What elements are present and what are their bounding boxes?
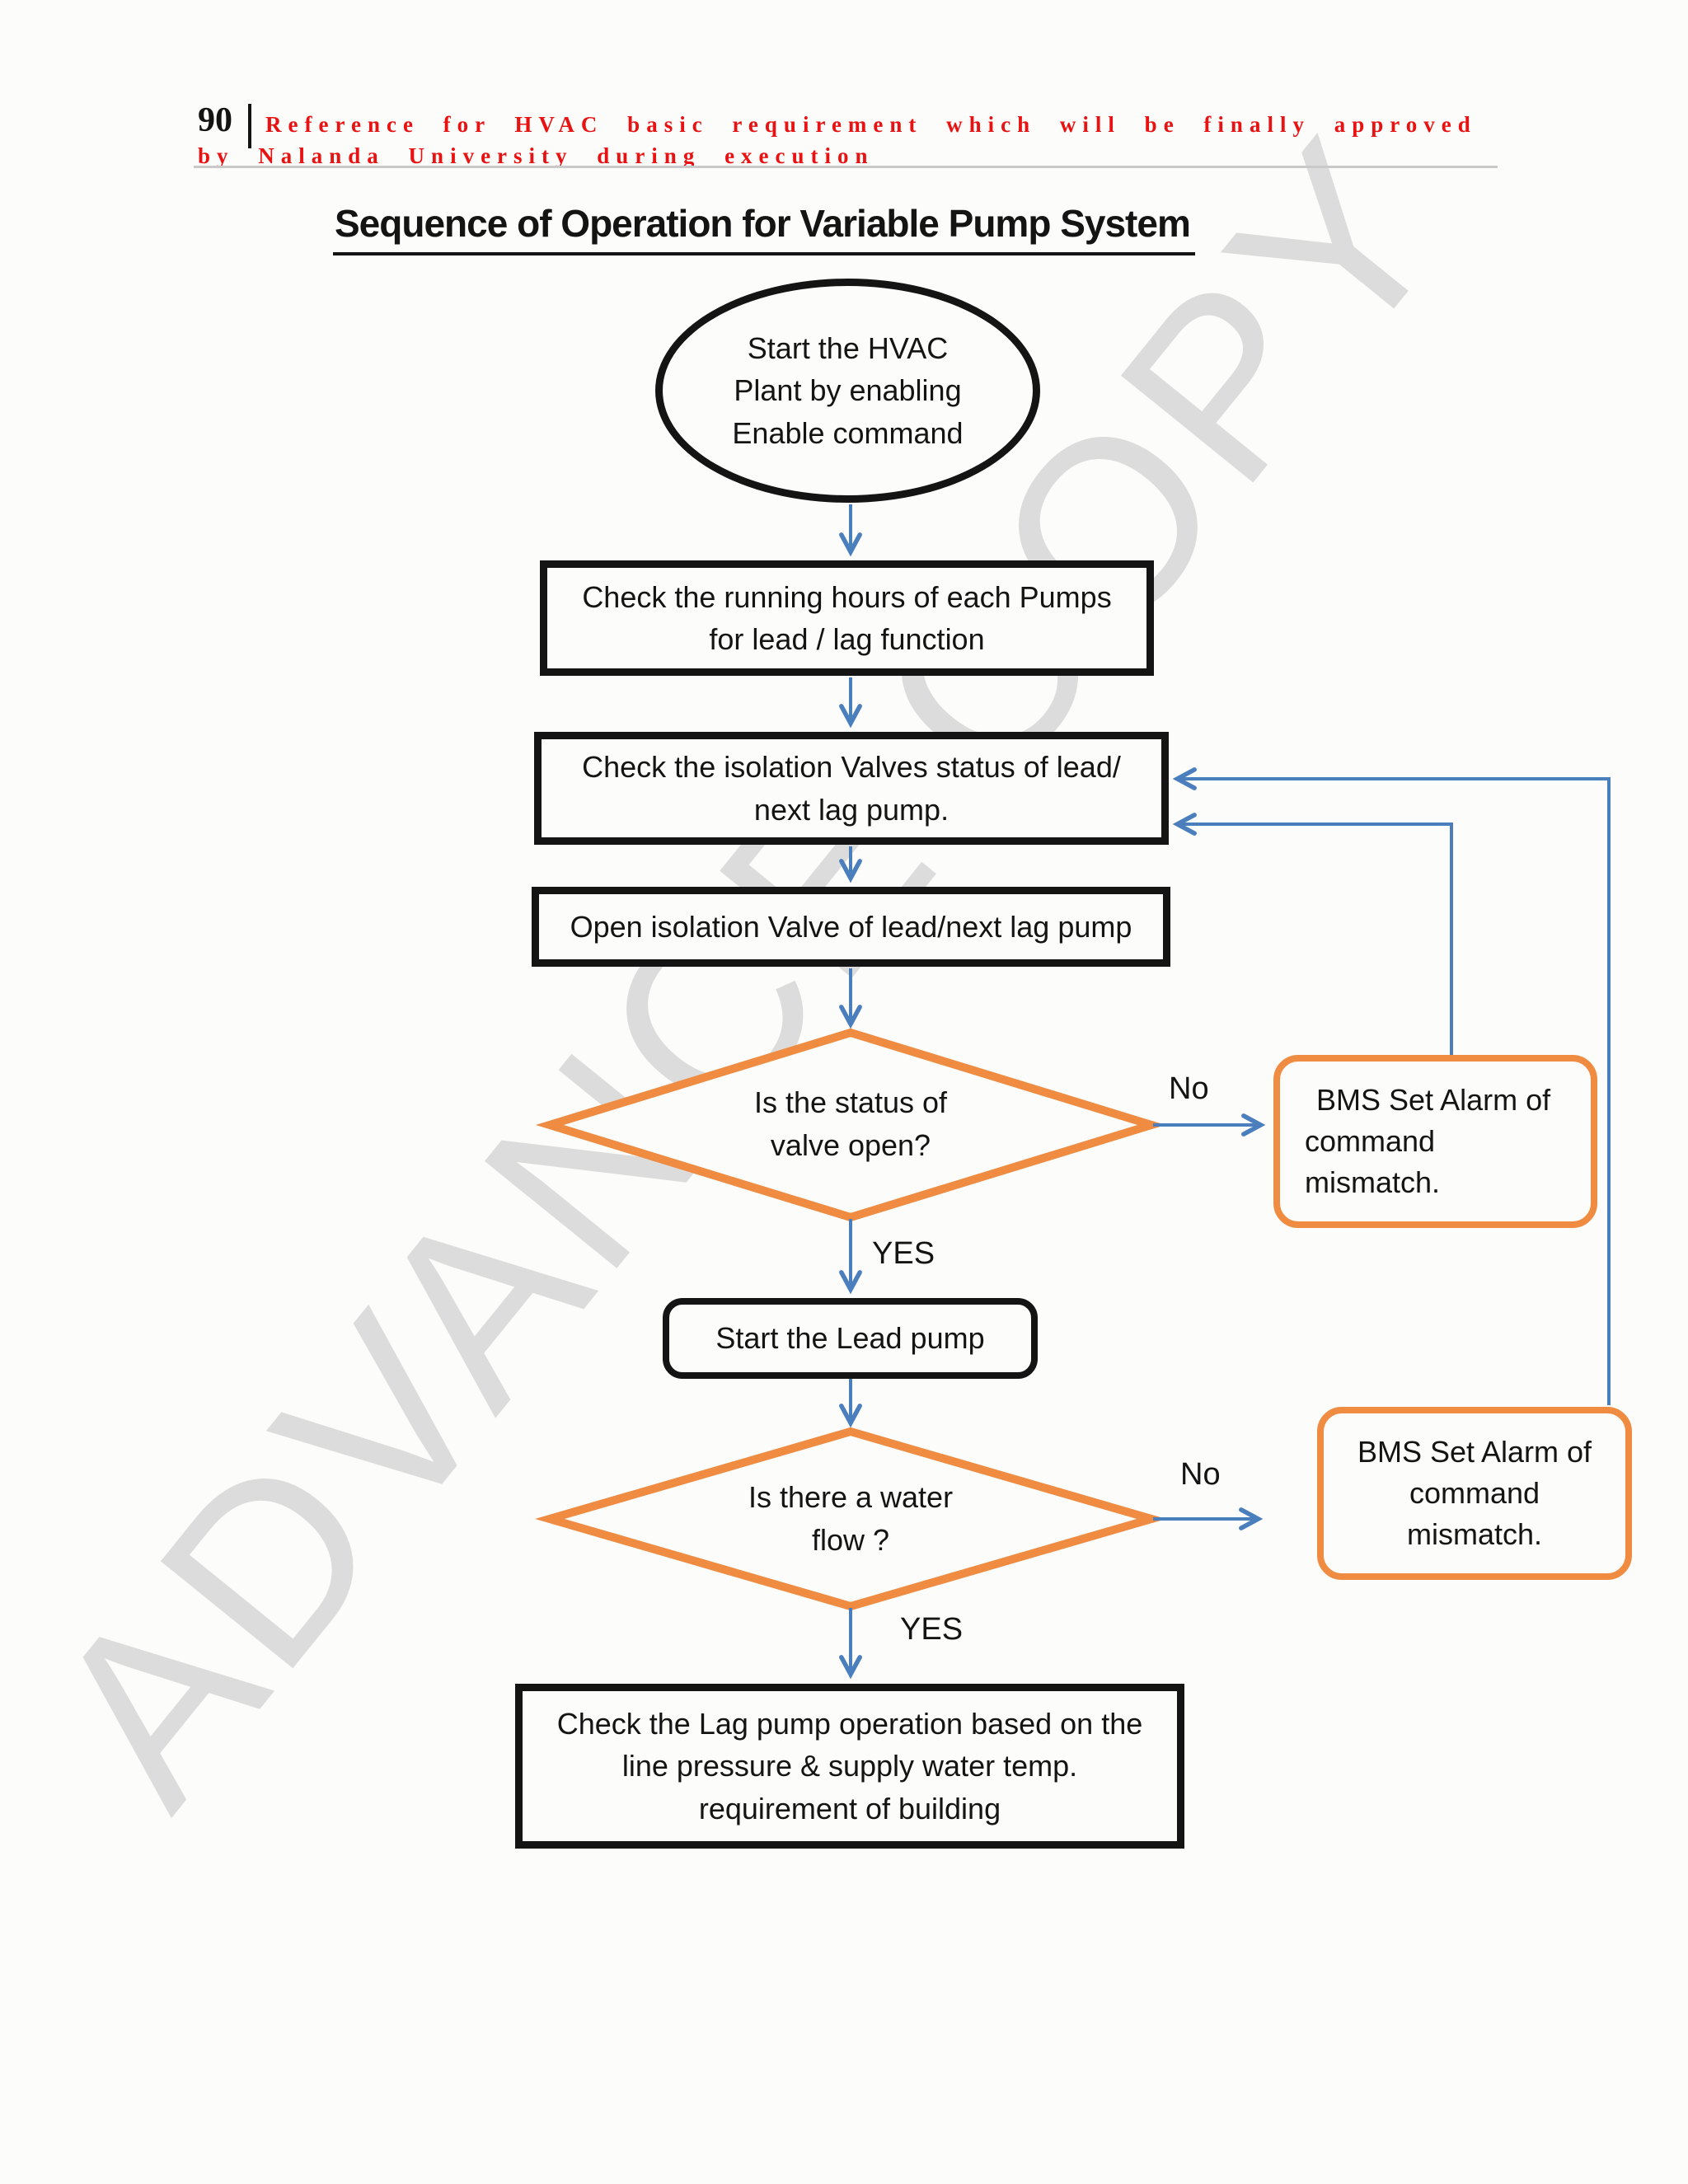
edge-label-flow-yes: YES: [900, 1612, 964, 1647]
node-text-line: Start the Lead pump: [715, 1321, 985, 1356]
node-text-line: Enable command: [732, 415, 964, 450]
node-text-line: for lead / lag function: [709, 622, 985, 656]
node-text-line: Plant by enabling: [734, 373, 962, 408]
node-text-line: Check the Lag pump operation based on th…: [556, 1707, 1143, 1741]
node-decision-valve-open-label: Is the status of valve open?: [686, 1081, 1015, 1167]
page-title: Sequence of Operation for Variable Pump …: [333, 201, 1195, 255]
edge-label-valve-no: No: [1169, 1071, 1209, 1106]
node-text-line: valve open?: [770, 1128, 931, 1163]
node-check-lag-pump: Check the Lag pump operation based on th…: [515, 1684, 1184, 1849]
edge-label-flow-no: No: [1180, 1457, 1221, 1492]
node-check-running-hours: Check the running hours of each Pumps fo…: [540, 560, 1154, 676]
decision-valve-open-shape: [535, 1028, 1166, 1222]
edge-bms2-feedback-to-check-valves: [1172, 767, 1611, 1405]
header-title-line2: by Nalanda University during execution: [198, 143, 874, 168]
node-text-line: BMS Set Alarm of: [1357, 1435, 1592, 1469]
node-text-line: requirement of building: [698, 1791, 1001, 1825]
node-text-line: Is the status of: [753, 1085, 948, 1119]
decision-water-flow-shape: [535, 1427, 1166, 1611]
node-text-line: line pressure & supply water temp.: [621, 1749, 1078, 1783]
node-text-line: flow ?: [811, 1523, 890, 1558]
node-text-line: BMS Set Alarm of: [1316, 1083, 1551, 1118]
node-text-line: Start the HVAC: [747, 331, 949, 366]
node-open-isolation-valve: Open isolation Valve of lead/next lag pu…: [532, 887, 1170, 967]
node-text-line: Check the isolation Valves status of lea…: [582, 750, 1121, 785]
node-text-line: Is there a water: [748, 1480, 954, 1514]
node-text-line: mismatch.: [1305, 1165, 1441, 1199]
header-divider-bar: [248, 104, 251, 148]
edge-label-valve-yes: YES: [872, 1236, 935, 1271]
node-decision-water-flow-label: Is there a water flow ?: [686, 1476, 1015, 1562]
node-start-lead-pump: Start the Lead pump: [663, 1298, 1038, 1379]
node-text-line: next lag pump.: [753, 792, 950, 827]
node-text-line: mismatch.: [1406, 1516, 1543, 1551]
header-rule: [194, 166, 1498, 168]
header-title-line1: Reference for HVAC basic requirement whi…: [265, 112, 1477, 137]
page-number: 90: [198, 101, 232, 139]
node-text-line: command: [1409, 1476, 1540, 1511]
edge-bms1-feedback-to-check-valves: [1172, 813, 1453, 1056]
node-bms-alarm-1: BMS Set Alarm of command mismatch.: [1273, 1055, 1597, 1228]
node-bms-alarm-2: BMS Set Alarm of command mismatch.: [1317, 1407, 1632, 1580]
node-check-isolation-valves: Check the isolation Valves status of lea…: [534, 732, 1169, 845]
node-text-line: command: [1305, 1124, 1436, 1159]
node-text-line: Check the running hours of each Pumps: [582, 579, 1112, 614]
node-start-terminator: Start the HVAC Plant by enabling Enable …: [655, 279, 1040, 503]
node-text-line: Open isolation Valve of lead/next lag pu…: [570, 909, 1132, 944]
